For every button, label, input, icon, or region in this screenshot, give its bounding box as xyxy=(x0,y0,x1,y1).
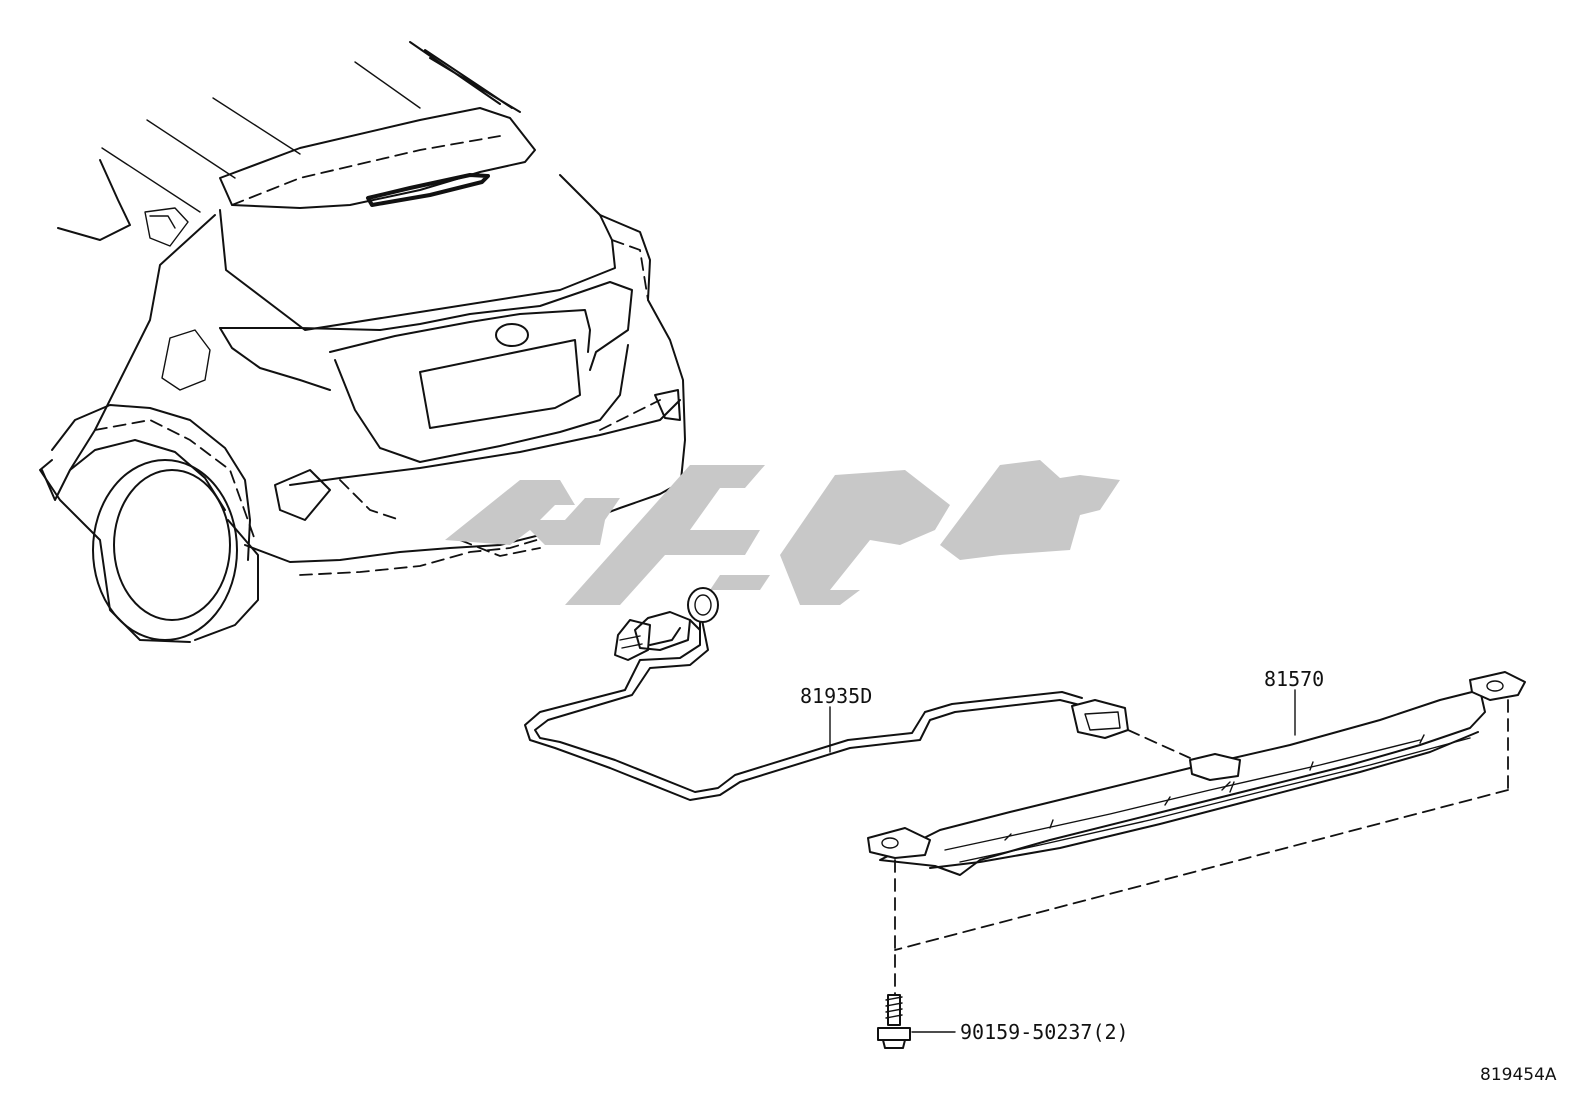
part-label-81935d: 81935D xyxy=(800,684,872,708)
wiring-harness-81935d: 81935D xyxy=(524,587,1191,801)
assembly-guide-lines xyxy=(894,699,1509,1011)
diagram-id: 819454A xyxy=(1480,1065,1557,1085)
part-label-81570: 81570 xyxy=(1264,667,1324,691)
watermark-logo xyxy=(445,460,1120,605)
screw-90159-50237: 90159-50237(2) xyxy=(877,994,1129,1049)
vehicle-rear-illustration xyxy=(39,41,686,643)
part-label-90159-50237: 90159-50237(2) xyxy=(960,1020,1129,1044)
stop-lamp-assembly-81570: 81570 xyxy=(867,667,1526,876)
